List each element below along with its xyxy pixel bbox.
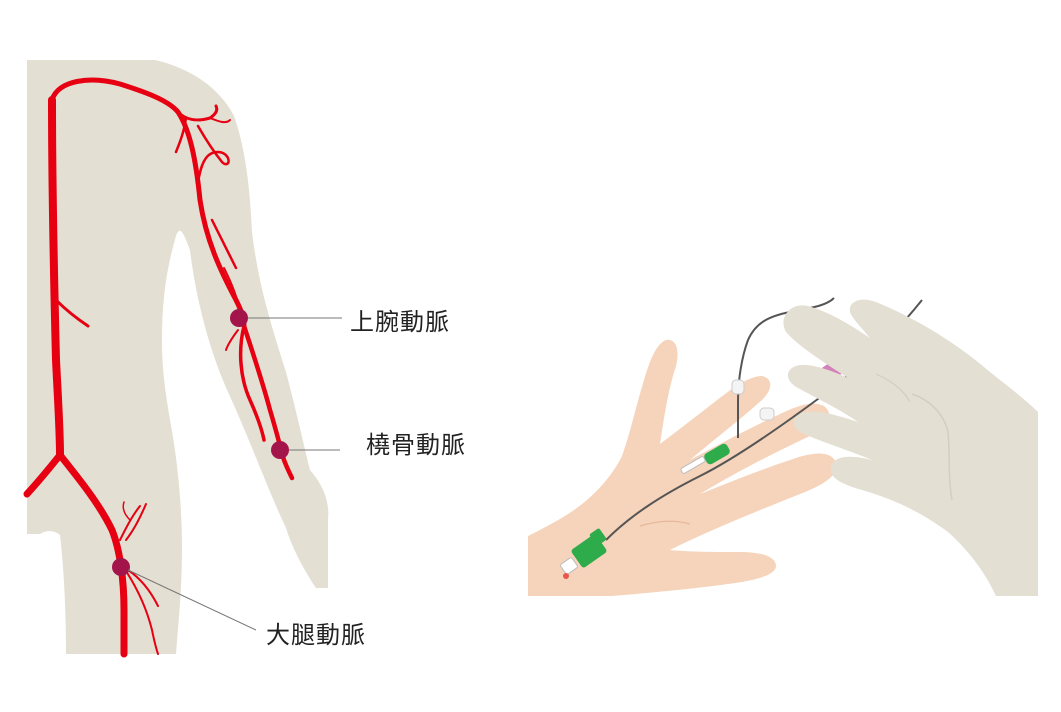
femoral-puncture-point: [112, 558, 130, 576]
glove-fold: [875, 373, 911, 403]
leg-branch: [123, 567, 159, 655]
leg-branch: [125, 503, 147, 541]
leg-branch: [122, 501, 131, 521]
wire-clip: [759, 407, 775, 421]
leg-branch: [119, 505, 141, 541]
hub-cap: [560, 557, 578, 575]
brachial-artery-label: 上腕動脈: [350, 308, 450, 336]
puncture-points: [112, 309, 289, 576]
leader-lines: [127, 317, 342, 631]
femoral-leader-line: [127, 569, 257, 631]
iliac-left: [23, 451, 64, 498]
connector-tube: [680, 456, 706, 474]
femoral-artery-label: 大腿動脈: [266, 621, 366, 649]
catheter-hub: [560, 528, 607, 579]
brachial-puncture-point: [230, 309, 248, 327]
aorta: [48, 96, 64, 459]
hub-wing: [589, 528, 607, 546]
shoulder-branch: [209, 117, 231, 124]
subclavian-artery: [49, 77, 247, 329]
leg-branch: [127, 569, 159, 607]
shoulder-branch: [196, 124, 230, 182]
arm-branch: [210, 218, 238, 270]
glove-fold: [911, 393, 953, 501]
torso-arm-silhouette: [27, 60, 329, 654]
radial-artery: [241, 323, 295, 481]
ulnar-artery: [238, 324, 266, 442]
palm-crease: [639, 520, 691, 527]
wire-clip: [731, 379, 745, 395]
arm-branch: [223, 267, 241, 313]
shoulder-branch: [174, 116, 188, 154]
artery-network: [23, 77, 295, 658]
radial-artery-label: 橈骨動脈: [366, 431, 466, 459]
connector-body: [704, 443, 730, 465]
radial-puncture-point: [271, 441, 289, 459]
insertion-site: [563, 573, 569, 579]
mid-connector: [680, 443, 730, 474]
arm-branch: [225, 329, 239, 351]
body-silhouette: [27, 60, 329, 654]
pressure-line: [737, 297, 835, 438]
catheter-illustration: [528, 297, 1038, 596]
operator-gloved-hand: [783, 299, 1038, 596]
trunk-branch: [54, 298, 90, 328]
